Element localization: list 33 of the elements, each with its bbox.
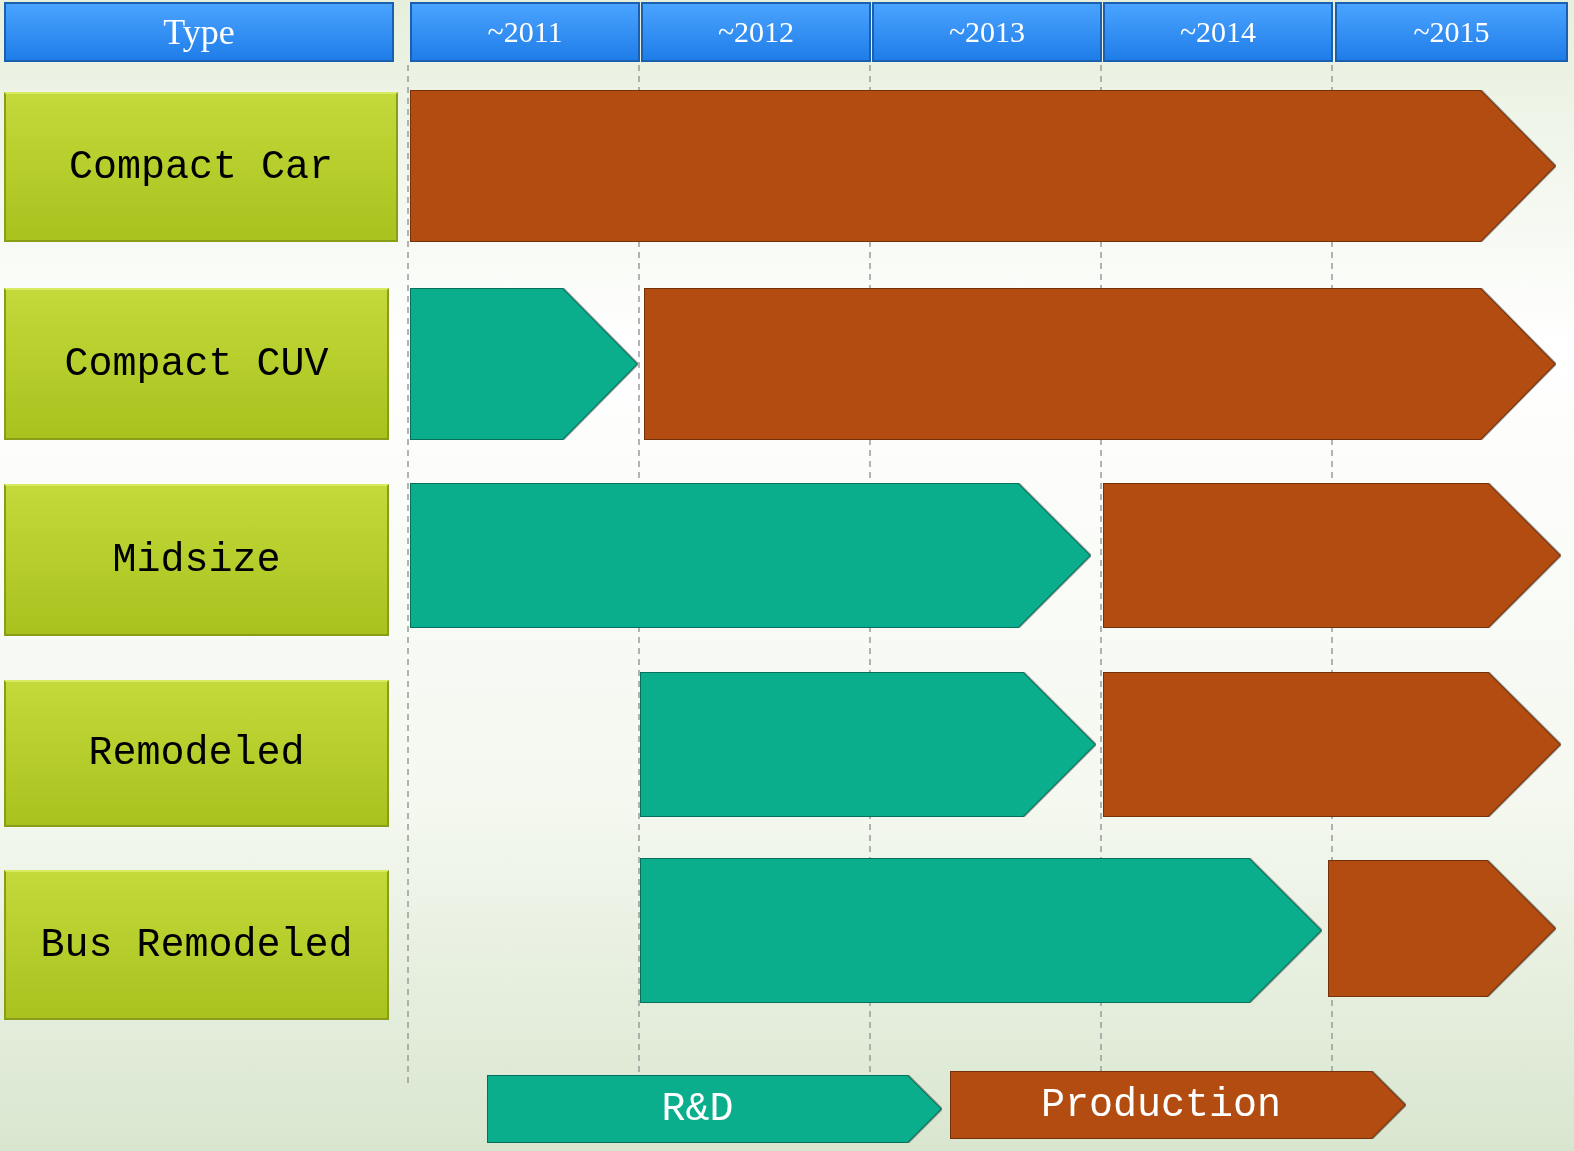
timeline-arrow-bar — [410, 483, 1091, 628]
row-label: Compact Car — [68, 144, 333, 190]
row-label: Bus Remodeled — [40, 922, 353, 968]
header-cell — [4, 2, 394, 62]
row-label: Midsize — [112, 537, 281, 583]
timeline-arrow-bar — [1103, 672, 1561, 817]
column-heading: ~2015 — [1413, 15, 1490, 49]
legend-label: Production — [1039, 1081, 1282, 1130]
column-heading: ~2014 — [1179, 15, 1257, 49]
column-heading: ~2012 — [717, 15, 795, 49]
row-label-box — [4, 680, 389, 827]
header-cell — [641, 2, 871, 62]
column-heading: Type — [163, 11, 235, 53]
row-label-box — [4, 870, 389, 1020]
header-cell — [410, 2, 640, 62]
timeline-arrow-bar — [644, 288, 1556, 440]
timeline-arrow-bar — [640, 672, 1096, 817]
timeline-arrow-bar — [1103, 483, 1561, 628]
legend-label: R&D — [660, 1085, 735, 1134]
row-label-box — [4, 288, 389, 440]
timeline-arrow-bar — [410, 90, 1556, 242]
row-label-box — [4, 92, 398, 242]
column-heading: ~2013 — [948, 15, 1026, 49]
row-label: Remodeled — [88, 731, 305, 776]
timeline-arrow-bar — [1328, 860, 1556, 997]
column-heading: ~2011 — [487, 15, 563, 49]
row-label-box — [4, 484, 389, 636]
header-cell — [1103, 2, 1333, 62]
timeline-arrow-bar — [410, 288, 638, 440]
header-cell — [872, 2, 1102, 62]
row-label: Compact CUV — [64, 341, 329, 387]
header-cell — [1335, 2, 1568, 62]
timeline-arrow-bar — [640, 858, 1322, 1003]
